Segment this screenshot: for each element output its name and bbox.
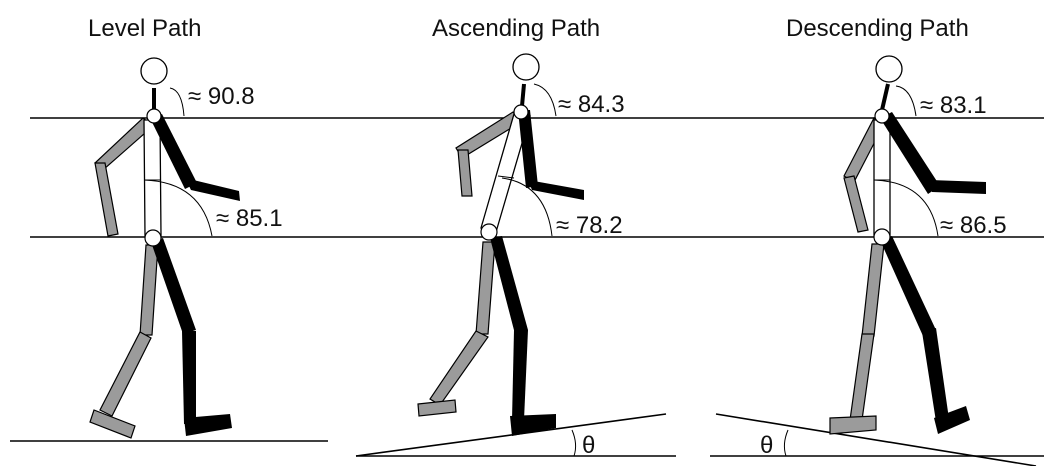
neck (880, 83, 890, 111)
head-angle-arc (895, 85, 917, 117)
slope-angle-arc (783, 429, 789, 457)
hip-joint (480, 223, 498, 241)
head (512, 53, 540, 81)
panel-title-level: Level Path (88, 15, 201, 42)
near-arm (880, 112, 986, 194)
near-leg (490, 236, 556, 436)
far-leg (417, 241, 496, 417)
head (140, 57, 168, 85)
panel-level: Level Path (10, 15, 328, 442)
trunk-angle-label: ≈ 85.1 (216, 205, 283, 232)
ground-decline (715, 413, 1037, 466)
hip-joint (144, 229, 162, 247)
panel-title-ascending: Ascending Path (432, 15, 600, 42)
hip-joint (873, 228, 891, 246)
head-angle-arc (169, 87, 185, 117)
head-angle-label: ≈ 83.1 (920, 92, 987, 119)
panel-title-descending: Descending Path (786, 15, 969, 42)
panel-ascending: Ascending Path θ (355, 15, 676, 459)
shoulder-joint (874, 108, 890, 124)
head-angle-label: ≈ 84.3 (558, 91, 625, 118)
head-angle-label: ≈ 90.8 (188, 83, 255, 110)
shoulder-joint (146, 108, 162, 124)
trunk-angle-arc (873, 179, 939, 237)
near-arm (150, 114, 240, 201)
far-arm (94, 117, 154, 237)
far-leg (89, 244, 159, 439)
torso (143, 119, 162, 237)
neck (520, 83, 526, 107)
torso (873, 119, 891, 237)
trunk-angle-arc (143, 179, 213, 237)
ground-incline (355, 413, 667, 457)
trunk-reference-line (497, 175, 515, 179)
trunk-angle-label: ≈ 78.2 (556, 212, 623, 239)
slope-angle-label: θ (760, 432, 773, 459)
far-leg (829, 243, 885, 435)
near-arm (518, 110, 584, 200)
near-leg (151, 238, 232, 436)
slope-angle-label: θ (582, 432, 595, 459)
trunk-angle-arc (501, 177, 553, 237)
head (875, 55, 903, 83)
head-angle-arc (533, 83, 557, 117)
panel-descending: Descending Path θ (710, 15, 1044, 466)
slope-angle-arc (571, 429, 577, 457)
trunk-angle-label: ≈ 86.5 (940, 212, 1007, 239)
near-leg (880, 236, 970, 434)
shoulder-joint (513, 104, 529, 120)
